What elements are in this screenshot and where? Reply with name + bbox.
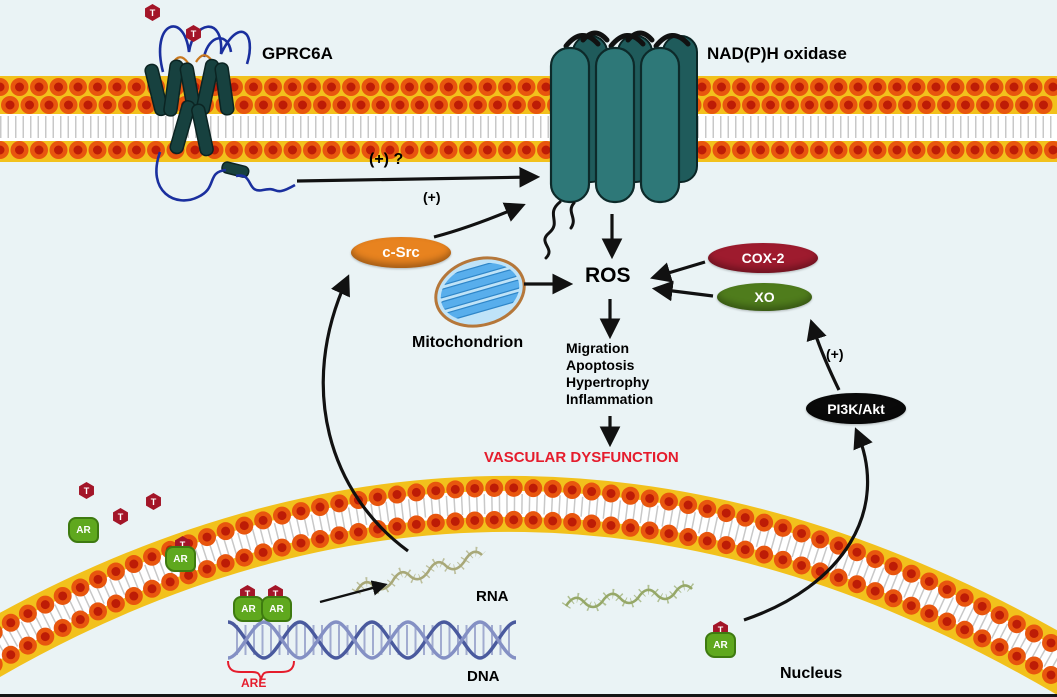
gprc6a-receptor	[144, 25, 296, 202]
activation-label-csrc: (+)	[423, 189, 441, 205]
nadph-oxidase-label: NAD(P)H oxidase	[707, 44, 847, 63]
rna-label: RNA	[476, 588, 509, 605]
ros-label: ROS	[585, 264, 631, 287]
effects-list: Migration Apoptosis Hypertrophy Inflamma…	[566, 340, 653, 408]
androgen-receptor: AR	[165, 546, 196, 572]
testosterone-badge: T	[186, 25, 201, 42]
mitochondrion-label: Mitochondrion	[412, 334, 524, 351]
testosterone-badge: T	[146, 493, 161, 510]
rna-transcript	[351, 546, 486, 595]
activation-label-pi3k: (+)	[826, 346, 844, 362]
are-label: ARE	[241, 676, 267, 690]
nucleus-label: Nucleus	[780, 665, 843, 682]
dna-label: DNA	[467, 668, 500, 685]
nadph-oxidase-protein	[543, 30, 698, 260]
testosterone-badge: T	[79, 482, 94, 499]
testosterone-badge: T	[113, 508, 128, 525]
nuclear-envelope	[0, 475, 1057, 695]
androgen-receptor: AR	[68, 517, 99, 543]
arrow-ar-dimer-to-rna	[319, 580, 388, 604]
figure-bottom-border	[0, 694, 1057, 697]
gprc6a-label: GPRC6A	[262, 44, 333, 63]
are-bracket	[227, 660, 295, 683]
arrow-ar-to-pi3k	[743, 427, 873, 622]
effect-item: Apoptosis	[566, 357, 635, 373]
testosterone-badge: T	[145, 4, 160, 21]
dna-double-helix	[227, 620, 517, 660]
arrow-xo-to-ros	[651, 280, 714, 302]
effect-item: Hypertrophy	[566, 374, 650, 390]
effect-item: Inflammation	[566, 391, 654, 407]
androgen-receptor: AR	[261, 596, 292, 622]
arrow-pi3k-to-xo	[806, 319, 841, 391]
rna-transcript-2	[561, 580, 696, 612]
vascular-dysfunction-label: VASCULAR DYSFUNCTION	[484, 449, 679, 466]
androgen-receptor: AR	[705, 632, 736, 658]
androgen-receptor: AR	[233, 596, 264, 622]
pi3k-akt-pill: PI3K/Akt	[806, 393, 906, 424]
effect-item: Migration	[566, 340, 629, 356]
arrow-gprc6a-to-nadph	[296, 166, 541, 188]
c-src-pill: c-Src	[351, 237, 451, 268]
arrow-csrc-to-nadph	[433, 202, 526, 239]
cox2-pill: COX-2	[708, 243, 818, 273]
xo-pill: XO	[717, 283, 812, 311]
arrow-cox2-to-ros	[650, 260, 706, 283]
arrow-nucleus-to-csrc	[321, 274, 409, 553]
pathway-arrows	[296, 166, 873, 622]
mitochondrion-organelle	[433, 256, 526, 328]
activation-question-label: (+) ?	[369, 151, 404, 168]
